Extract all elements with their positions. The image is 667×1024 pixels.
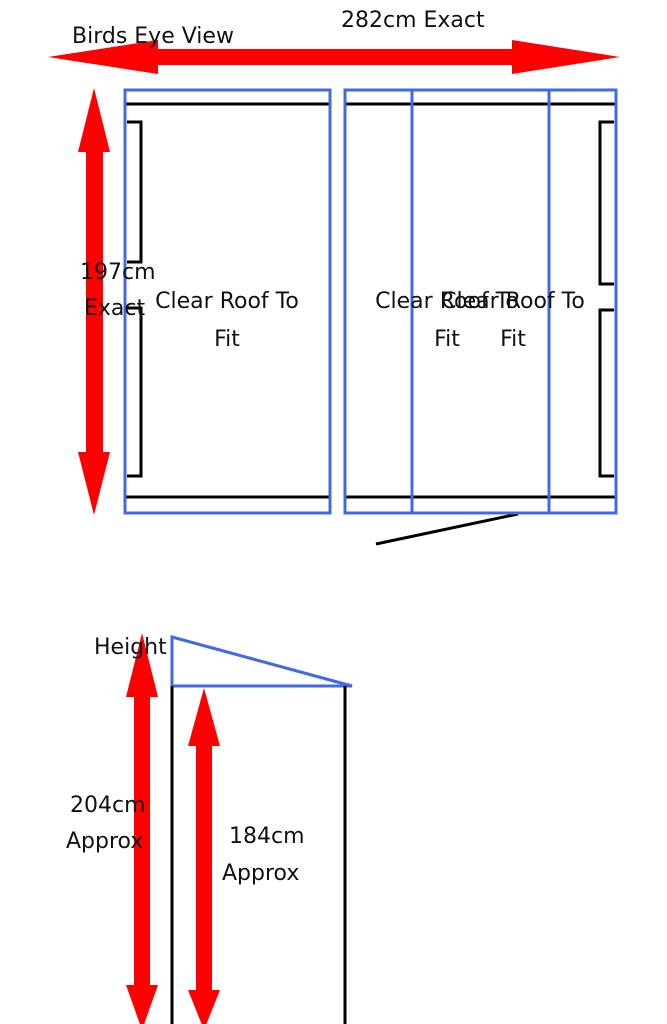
wall-height-arrow-bottom-head — [188, 990, 220, 1024]
roof-panel-middle-label-line2: Fit — [434, 327, 460, 352]
depth-arrow-top-head — [78, 88, 110, 152]
width-arrow-shaft — [145, 49, 520, 65]
plan-frame-lines — [125, 102, 616, 546]
total-height-label-line2: Approx — [66, 829, 144, 854]
roof-panel-left-outline — [123, 88, 332, 515]
width-arrow — [48, 40, 620, 74]
roof-panel-right-outline — [410, 88, 618, 515]
plan-panel-outlines — [123, 88, 618, 515]
depth-arrow-bottom-head — [78, 452, 110, 515]
birds-eye-view-label: Birds Eye View — [72, 24, 234, 49]
wall-height-arrow-shaft — [196, 738, 212, 998]
width-arrow-right-head — [512, 40, 620, 74]
elevation-wall-lines — [170, 686, 347, 1024]
total-height-arrow-top-head — [126, 633, 158, 697]
wall-height-label-line1: 184cm — [229, 824, 305, 849]
depth-dimension-label-line1: 197cm — [80, 260, 156, 285]
depth-arrow-shaft — [86, 140, 103, 465]
width-dimension-label: 282cm Exact — [341, 8, 485, 33]
total-height-label-line1: 204cm — [70, 793, 146, 818]
roof-panel-left-label-line2: Fit — [214, 327, 240, 352]
roof-panel-right-label-line2: Fit — [500, 327, 526, 352]
total-height-arrow-shaft — [134, 690, 150, 990]
depth-dimension-label-line2: Exact — [84, 296, 146, 321]
roof-panel-right-label-line1: Clear Roof To — [441, 289, 585, 314]
wall-height-label-line2: Approx — [222, 861, 300, 886]
total-height-arrow — [126, 633, 158, 1024]
height-label: Height — [94, 635, 167, 660]
roof-panel-middle-label-line1: Clear Roof To — [375, 289, 519, 314]
depth-arrow — [78, 88, 110, 515]
width-arrow-left-head — [48, 40, 158, 74]
elevation-roof-triangle — [170, 635, 353, 688]
total-height-arrow-bottom-head — [126, 985, 158, 1024]
roof-panel-left-label-line1: Clear Roof To — [155, 289, 299, 314]
wall-height-arrow-top-head — [188, 688, 220, 746]
wall-height-arrow — [188, 688, 220, 1024]
